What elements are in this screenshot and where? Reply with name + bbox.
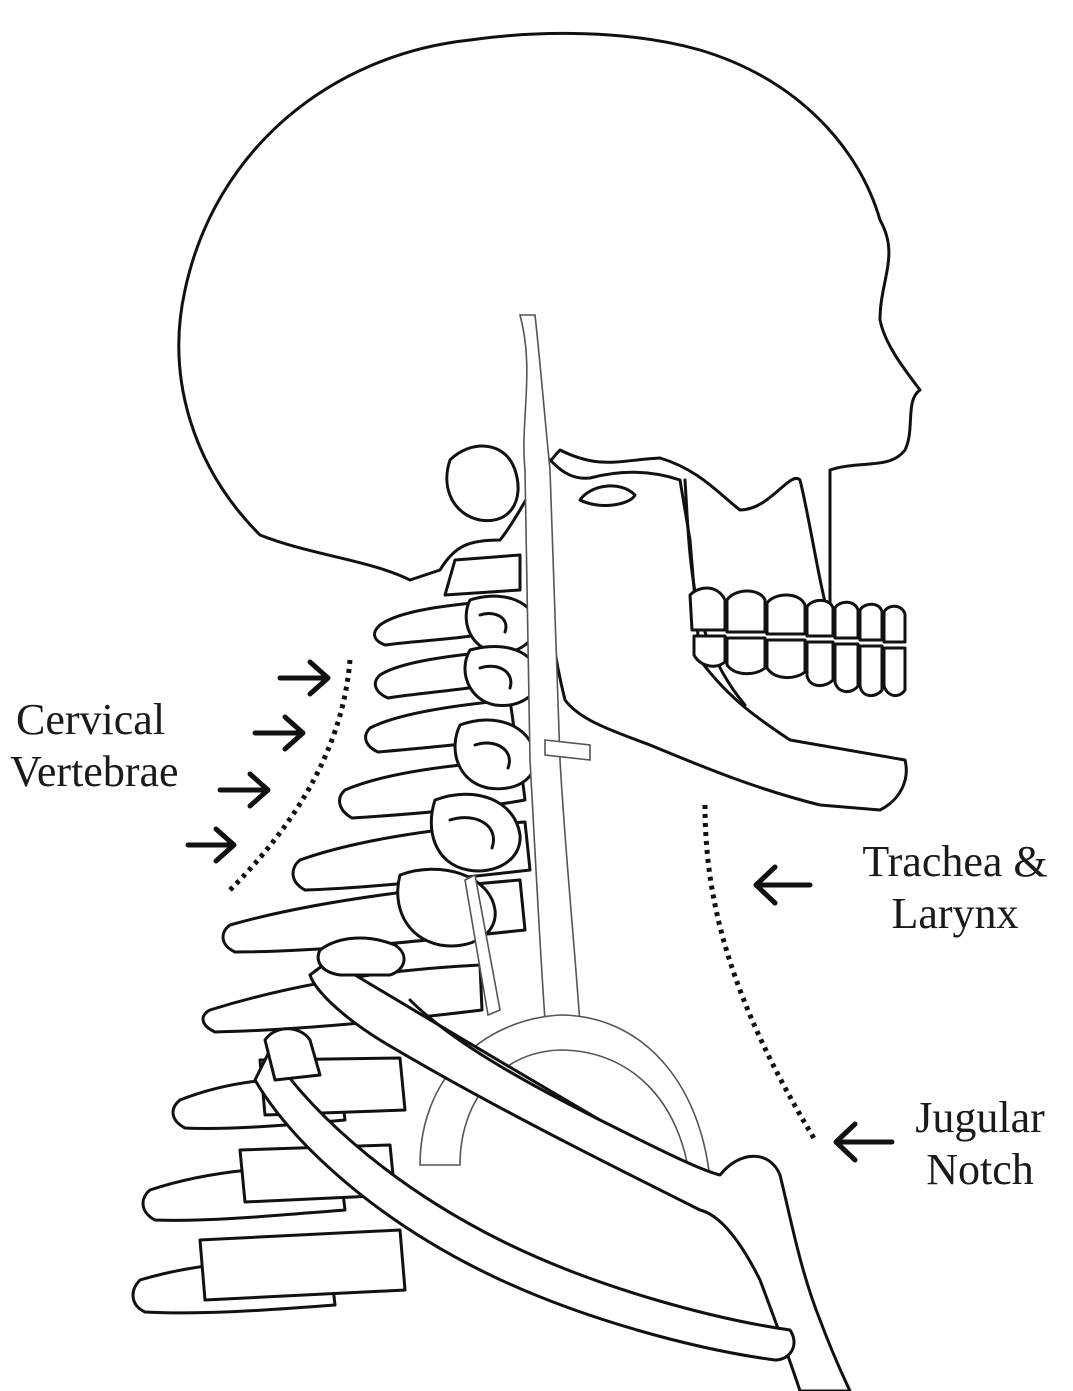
mastoid-process — [447, 446, 518, 521]
trachea-dotted-line — [705, 805, 815, 1140]
label-line: Notch — [900, 1144, 1060, 1196]
arrow-icon — [280, 662, 328, 694]
arrow-icon — [188, 829, 234, 861]
label-line: Cervical — [16, 694, 179, 746]
label-cervical-vertebrae: Cervical Vertebrae — [16, 694, 179, 798]
arrow-icon — [255, 717, 303, 749]
arrow-icon — [220, 774, 268, 806]
label-jugular-notch: Jugular Notch — [900, 1092, 1060, 1196]
label-trachea-larynx: Trachea & Larynx — [850, 836, 1060, 940]
label-line: Vertebrae — [10, 746, 179, 798]
label-line: Jugular — [900, 1092, 1060, 1144]
arrow-icon — [756, 867, 810, 903]
label-line: Trachea & — [850, 836, 1060, 888]
arrow-icon — [836, 1124, 892, 1160]
label-line: Larynx — [850, 888, 1060, 940]
teeth — [690, 588, 905, 696]
